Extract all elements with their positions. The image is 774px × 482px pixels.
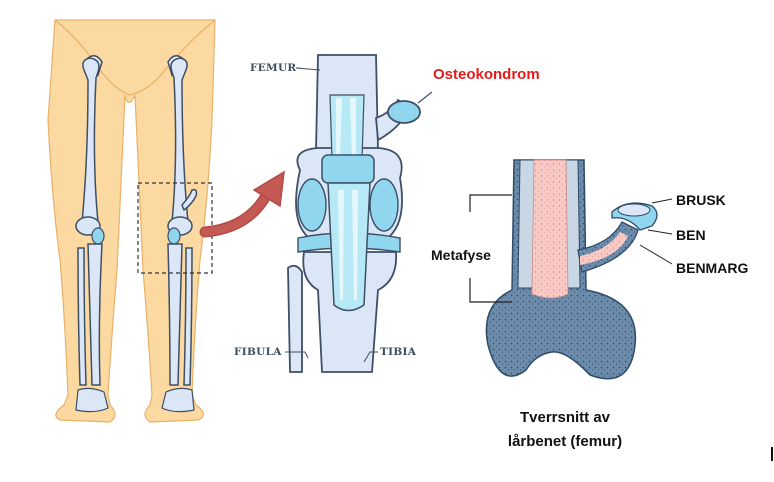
osteochondroma-growth: [387, 100, 421, 124]
legs-illustration: [47, 19, 216, 423]
label-fibula: FIBULA: [234, 346, 282, 358]
label-femur: FEMUR: [250, 62, 297, 74]
edge-artifact: [771, 447, 773, 461]
metafyse-bracket-bottom: [469, 278, 512, 303]
patella: [321, 154, 375, 184]
label-tibia: TIBIA: [380, 346, 417, 358]
label-brusk: BRUSK: [676, 192, 726, 208]
label-ben: BEN: [676, 227, 706, 243]
zoom-arrow: [199, 170, 285, 238]
label-metafyse: Metafyse: [431, 247, 491, 263]
caption-line-1: Tverrsnitt av: [519, 409, 611, 426]
caption-line-2: lårbenet (femur): [507, 433, 623, 450]
knee-illustration: [285, 54, 433, 373]
label-osteokondrom: Osteokondrom: [433, 66, 540, 83]
label-benmarg: BENMARG: [676, 260, 749, 276]
femur-cross-section: [469, 159, 673, 380]
metafyse-bracket-top: [469, 194, 512, 212]
